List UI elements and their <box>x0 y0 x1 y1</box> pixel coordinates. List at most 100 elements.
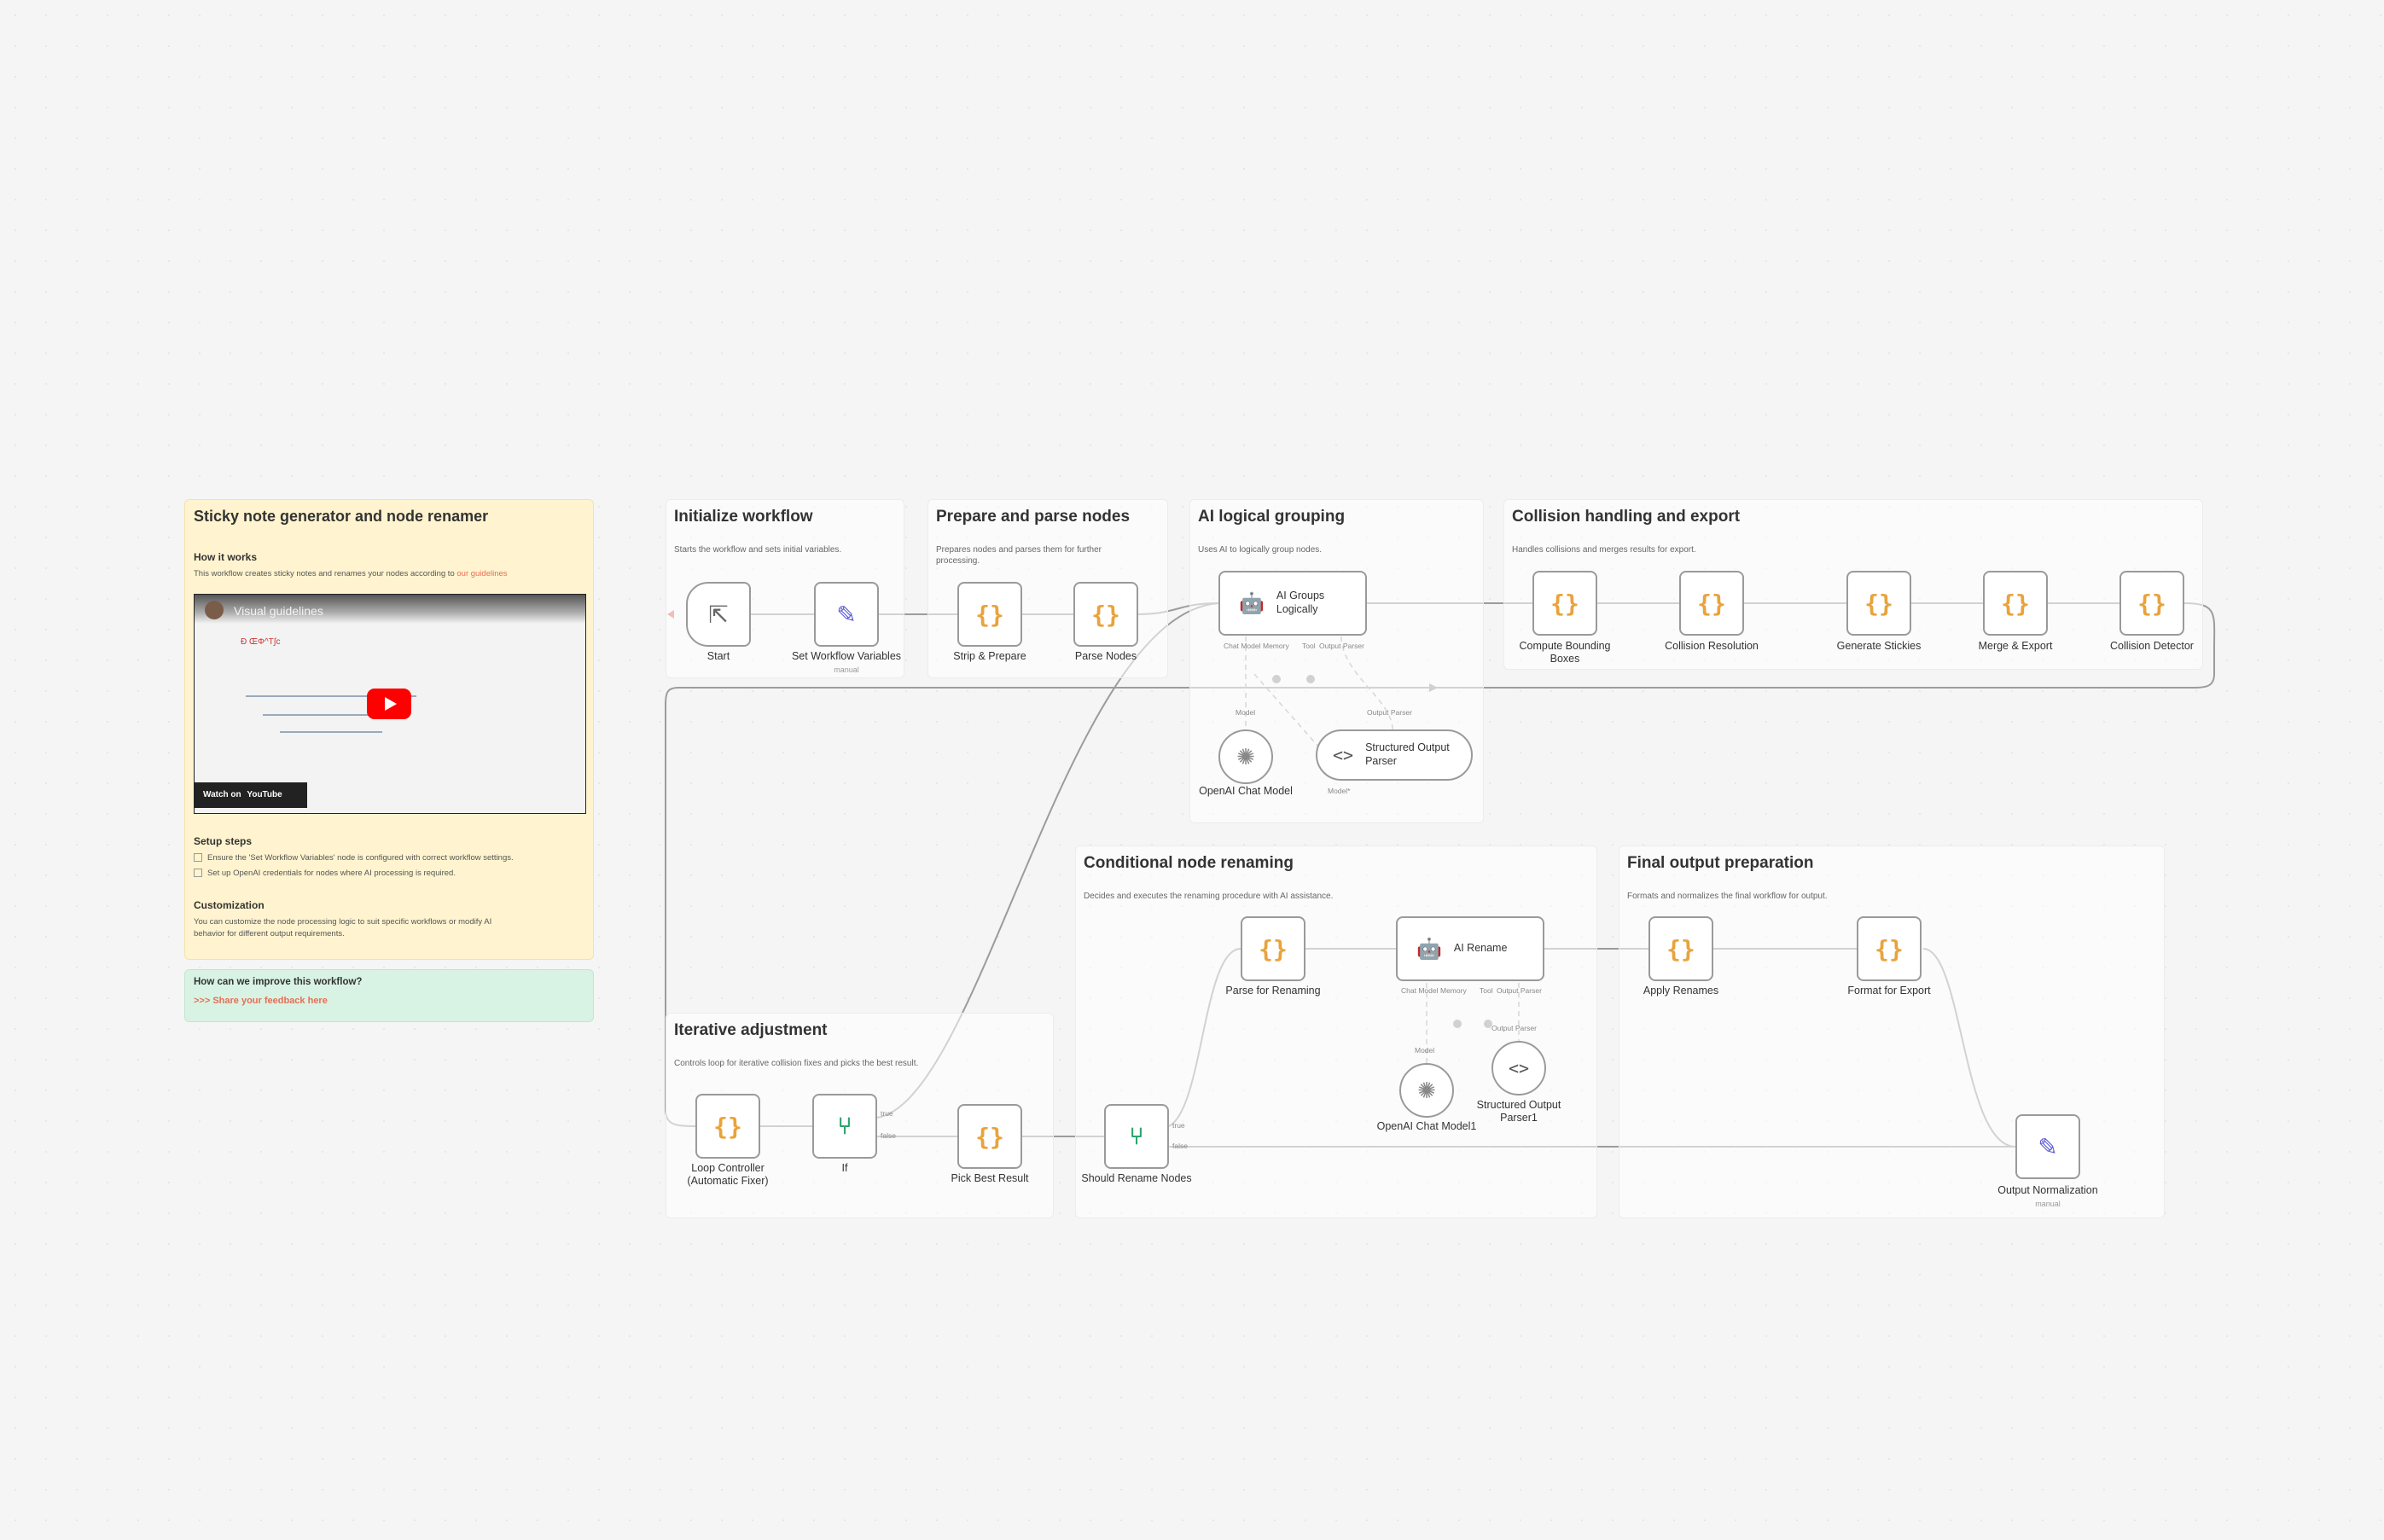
node-label: OpenAI Chat Model <box>1160 785 1331 798</box>
braces-icon: {} <box>975 601 1004 629</box>
group-title: AI logical grouping <box>1198 508 1345 526</box>
group-title: Collision handling and export <box>1512 508 1740 526</box>
port-label: Chat Model <box>1401 986 1438 995</box>
sticky-title: Sticky note generator and node renamer <box>194 508 488 526</box>
port-label: Tool <box>1302 642 1316 650</box>
code-bracket-icon: <> <box>1333 745 1353 765</box>
group-title: Final output preparation <box>1627 854 1814 873</box>
node-collision-resolution[interactable]: {} <box>1679 571 1744 636</box>
braces-icon: {} <box>2001 590 2030 618</box>
node-apply-renames[interactable]: {} <box>1648 916 1713 981</box>
node-ai-rename[interactable]: 🤖 AI Rename <box>1396 916 1544 981</box>
braces-icon: {} <box>713 1113 742 1141</box>
watch-on-youtube-button[interactable]: Watch on YouTube <box>195 782 307 808</box>
group-description: Handles collisions and merges results fo… <box>1512 544 1696 555</box>
feedback-link[interactable]: >>> Share your feedback here <box>194 996 328 1006</box>
port-label: Output Parser <box>1367 708 1412 717</box>
group-description: Controls loop for iterative collision fi… <box>674 1058 918 1069</box>
group-title: Prepare and parse nodes <box>936 508 1130 526</box>
node-openai-chat-model[interactable]: ✺ <box>1218 729 1273 784</box>
node-should-rename-nodes[interactable]: ⑂ <box>1104 1104 1169 1169</box>
node-strip-prepare[interactable]: {} <box>957 582 1022 647</box>
port-label: Memory <box>1263 642 1289 650</box>
group-description: Decides and executes the renaming proced… <box>1084 891 1333 902</box>
checkbox-icon[interactable] <box>194 853 202 862</box>
customization-text-2: behavior for different output requiremen… <box>194 928 345 940</box>
setup-step-1: Ensure the 'Set Workflow Variables' node… <box>194 852 514 864</box>
node-label: Format for Export <box>1804 985 1974 997</box>
youtube-play-button[interactable] <box>367 689 411 719</box>
node-label: Compute Bounding Boxes <box>1480 640 1650 665</box>
node-label: Should Rename Nodes <box>1051 1172 1222 1185</box>
if-branch-icon: ⑂ <box>838 1113 852 1140</box>
node-loop-controller[interactable]: {} <box>695 1094 760 1159</box>
node-start[interactable]: ⇱ <box>686 582 751 647</box>
node-subtitle: manual <box>1997 1200 2099 1208</box>
checkbox-icon[interactable] <box>194 869 202 877</box>
braces-icon: {} <box>1875 935 1904 963</box>
node-parse-nodes[interactable]: {} <box>1073 582 1138 647</box>
cursor-icon: ⇱ <box>708 601 728 629</box>
port-label: Output Parser <box>1497 986 1542 995</box>
video-embed[interactable]: Visual guidelines Đ ŒΦ^T∫c Watch on YouT… <box>194 594 586 814</box>
node-ai-groups-logically[interactable]: 🤖 AI Groups Logically <box>1218 571 1367 636</box>
node-structured-output-parser1[interactable]: <> <box>1491 1041 1546 1095</box>
braces-icon: {} <box>2137 590 2166 618</box>
node-parse-for-renaming[interactable]: {} <box>1241 916 1305 981</box>
node-set-workflow-variables[interactable]: ✎ <box>814 582 879 647</box>
video-sub-label: Đ ŒΦ^T∫c <box>241 637 281 647</box>
youtube-logo-icon: YouTube <box>247 790 282 799</box>
sticky-note-feedback[interactable]: How can we improve this workflow? >>> Sh… <box>184 969 594 1022</box>
node-if[interactable]: ⑂ <box>812 1094 877 1159</box>
node-pick-best-result[interactable]: {} <box>957 1104 1022 1169</box>
port-label: Model <box>1236 708 1255 717</box>
port-label: Chat Model <box>1224 642 1260 650</box>
group-description: Prepares nodes and parses them for furth… <box>936 544 1102 567</box>
setup-step-2: Set up OpenAI credentials for nodes wher… <box>194 868 456 880</box>
group-title: Conditional node renaming <box>1084 854 1294 873</box>
port-label: false <box>881 1131 896 1140</box>
node-generate-stickies[interactable]: {} <box>1846 571 1911 636</box>
pen-icon: ✎ <box>836 601 856 629</box>
robot-icon: 🤖 <box>1416 937 1442 962</box>
port-label: false <box>1172 1142 1188 1150</box>
video-thumb-line <box>280 731 382 733</box>
robot-icon: 🤖 <box>1239 591 1265 616</box>
port-label: Output Parser <box>1491 1024 1537 1032</box>
customization-text-1: You can customize the node processing lo… <box>194 916 491 928</box>
group-title: Initialize workflow <box>674 508 813 526</box>
node-compute-bounding-boxes[interactable]: {} <box>1532 571 1597 636</box>
if-branch-icon: ⑂ <box>1130 1123 1144 1150</box>
port-label: Model <box>1415 1046 1434 1055</box>
port-label: Tool <box>1480 986 1493 995</box>
node-label: Collision Resolution <box>1626 640 1797 653</box>
node-label: Structured Output Parser1 <box>1433 1099 1604 1124</box>
group-description: Uses AI to logically group nodes. <box>1198 544 1322 555</box>
port-label: true <box>881 1109 893 1118</box>
node-merge-export[interactable]: {} <box>1983 571 2048 636</box>
port-label: Memory <box>1440 986 1467 995</box>
node-output-normalization[interactable]: ✎ <box>2015 1114 2080 1179</box>
node-subtitle: manual <box>795 665 898 674</box>
node-label: Pick Best Result <box>904 1172 1075 1185</box>
node-structured-output-parser[interactable]: <> Structured Output Parser <box>1316 729 1473 781</box>
braces-icon: {} <box>1259 935 1288 963</box>
group-title: Iterative adjustment <box>674 1021 828 1040</box>
node-label: Apply Renames <box>1596 985 1766 997</box>
group-final-output[interactable]: Final output preparation Formats and nor… <box>1619 846 2165 1218</box>
port-label: Output Parser <box>1319 642 1364 650</box>
node-label: Collision Detector <box>2067 640 2237 653</box>
braces-icon: {} <box>1697 590 1726 618</box>
braces-icon: {} <box>975 1123 1004 1151</box>
video-title: Visual guidelines <box>234 604 323 618</box>
node-collision-detector[interactable]: {} <box>2119 571 2184 636</box>
node-label: Parse for Renaming <box>1188 985 1358 997</box>
braces-icon: {} <box>1864 590 1893 618</box>
channel-avatar <box>205 601 224 619</box>
node-format-for-export[interactable]: {} <box>1857 916 1922 981</box>
guidelines-link[interactable]: our guidelines <box>456 569 507 578</box>
braces-icon: {} <box>1666 935 1695 963</box>
node-label: Output Normalization <box>1962 1184 2133 1197</box>
sticky-note-main[interactable]: Sticky note generator and node renamer H… <box>184 499 594 960</box>
